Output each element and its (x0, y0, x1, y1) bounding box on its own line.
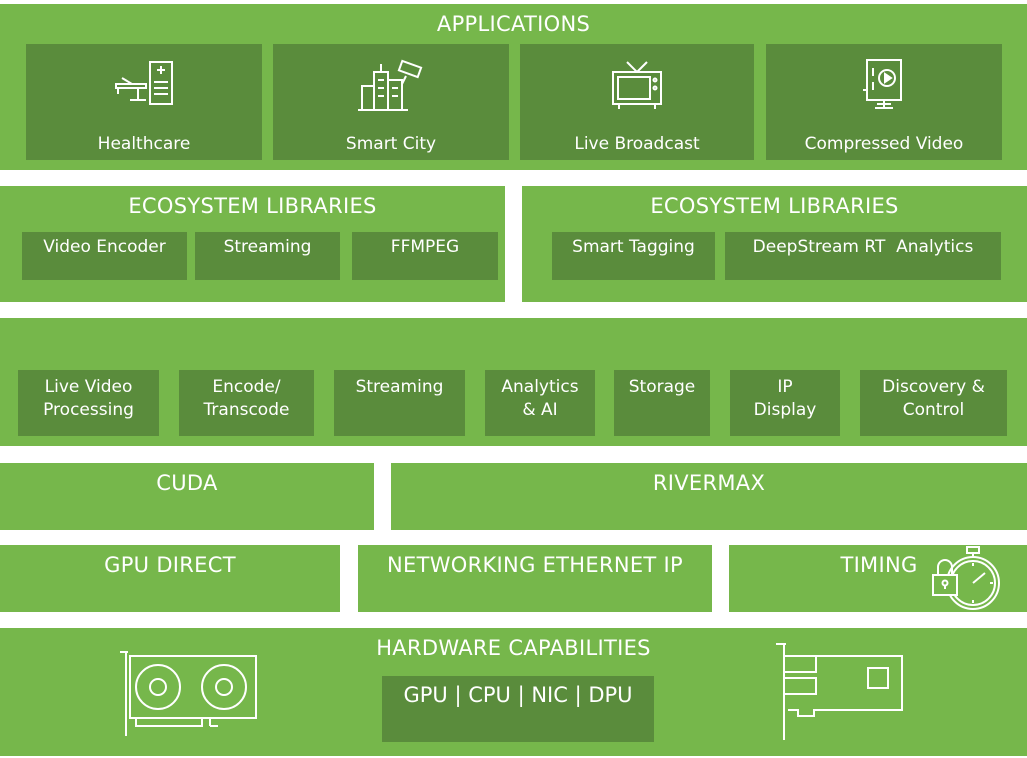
cuda-title: CUDA (156, 471, 218, 495)
svc-line2: Control (902, 400, 965, 420)
cuda-band: CUDA (0, 463, 374, 530)
hardware-band: HARDWARE CAPABILITIES GPU | CPU | NIC | … (0, 628, 1027, 756)
ecosystem-right-title: ECOSYSTEM LIBRARIES (650, 194, 899, 218)
video-kiosk-icon (857, 56, 911, 122)
svc-streaming[interactable]: Streaming (334, 370, 465, 436)
smart-city-icon (356, 56, 426, 118)
app-smart-city[interactable]: Smart City (273, 44, 509, 160)
app-healthcare[interactable]: Healthcare (26, 44, 262, 160)
svc-line1: IP (777, 377, 793, 397)
hardware-box[interactable]: GPU | CPU | NIC | DPU (382, 676, 654, 742)
applications-band: APPLICATIONS Healthcare (0, 4, 1027, 170)
svc-line1: Streaming (355, 377, 444, 397)
hardware-title: HARDWARE CAPABILITIES (376, 636, 651, 660)
timing-title: TIMING (840, 553, 918, 577)
svc-line2: Transcode (203, 400, 290, 420)
svc-ip-display[interactable]: IP Display (730, 370, 840, 436)
svc-storage[interactable]: Storage (614, 370, 710, 436)
lib-video-encoder[interactable]: Video Encoder (22, 232, 187, 280)
svc-line1: Live Video (44, 377, 133, 397)
stopwatch-lock-icon (929, 545, 1005, 617)
lib-label: Video Encoder (43, 237, 166, 257)
gpu-direct-band: GPU DIRECT (0, 545, 340, 612)
lib-label: FFMPEG (390, 237, 460, 257)
svc-live-video-processing[interactable]: Live Video Processing (18, 370, 159, 436)
svc-line2: & AI (522, 400, 558, 420)
lib-label: Streaming (223, 237, 312, 257)
nic-card-icon (774, 642, 910, 746)
svc-line1: Storage (628, 377, 696, 397)
healthcare-icon (112, 56, 176, 116)
lib-label: DeepStream RT Analytics (752, 237, 974, 257)
applications-title: APPLICATIONS (436, 12, 591, 36)
services-band: Live Video Processing Encode/ Transcode … (0, 318, 1027, 446)
ecosystem-libraries-left: ECOSYSTEM LIBRARIES Video Encoder Stream… (0, 186, 505, 302)
svc-analytics-ai[interactable]: Analytics & AI (485, 370, 595, 436)
svc-line1: Analytics (501, 377, 579, 397)
app-label: Compressed Video (804, 134, 964, 154)
app-label: Smart City (345, 134, 437, 154)
svc-line2: Processing (43, 400, 134, 420)
app-live-broadcast[interactable]: Live Broadcast (520, 44, 754, 160)
networking-title: NETWORKING ETHERNET IP (387, 553, 683, 577)
rivermax-title: RIVERMAX (652, 471, 766, 495)
hardware-box-label: GPU | CPU | NIC | DPU (403, 683, 633, 707)
tv-icon (607, 56, 667, 116)
svc-encode-transcode[interactable]: Encode/ Transcode (179, 370, 314, 436)
ecosystem-libraries-right: ECOSYSTEM LIBRARIES Smart Tagging DeepSt… (522, 186, 1027, 302)
networking-band: NETWORKING ETHERNET IP (358, 545, 712, 612)
lib-deepstream[interactable]: DeepStream RT Analytics (725, 232, 1001, 280)
svc-line2: Display (753, 400, 817, 420)
timing-band: TIMING (729, 545, 1027, 612)
app-label: Healthcare (97, 134, 191, 154)
lib-streaming[interactable]: Streaming (195, 232, 340, 280)
lib-smart-tagging[interactable]: Smart Tagging (552, 232, 715, 280)
ecosystem-left-title: ECOSYSTEM LIBRARIES (128, 194, 377, 218)
rivermax-band: RIVERMAX (391, 463, 1027, 530)
svc-line1: Encode/ (212, 377, 281, 397)
gpu-card-icon (118, 650, 260, 742)
lib-label: Smart Tagging (572, 237, 695, 257)
svc-line1: Discovery & (882, 377, 985, 397)
app-label: Live Broadcast (574, 134, 700, 154)
app-compressed-video[interactable]: Compressed Video (766, 44, 1002, 160)
svc-discovery-control[interactable]: Discovery & Control (860, 370, 1007, 436)
gpu-direct-title: GPU DIRECT (104, 553, 236, 577)
lib-ffmpeg[interactable]: FFMPEG (352, 232, 498, 280)
